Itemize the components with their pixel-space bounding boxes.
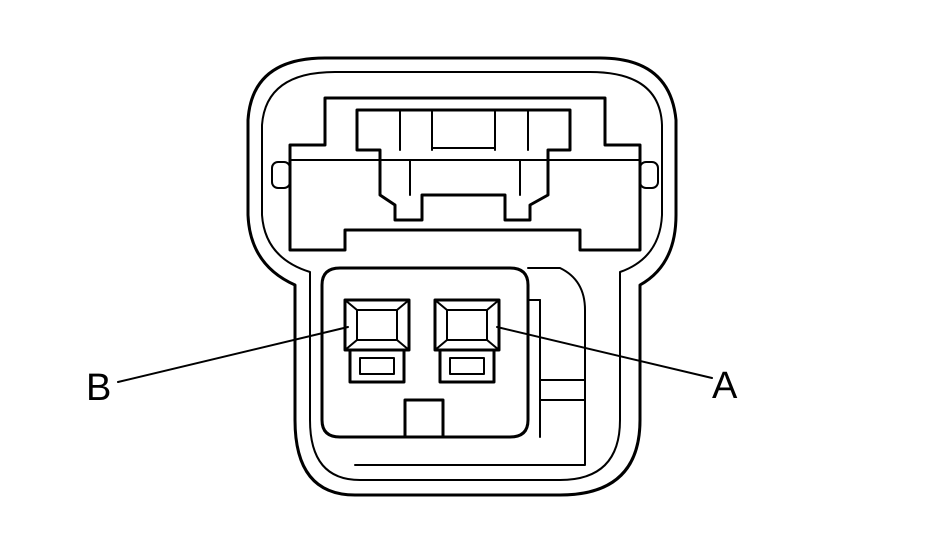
label-pin-b: B [86, 367, 111, 409]
label-pin-a: A [712, 365, 738, 407]
outer-housing [246, 56, 678, 497]
latch-block [355, 108, 572, 222]
terminal-cavity [320, 266, 530, 439]
left-side-tab [271, 161, 291, 189]
latch-frame [288, 96, 642, 252]
terminal-b-base [348, 348, 406, 384]
terminal-b-socket [356, 309, 398, 341]
keying-tab [403, 398, 445, 439]
leader-line-b [117, 326, 349, 383]
right-side-tab [639, 161, 659, 189]
side-rail [354, 267, 586, 466]
inner-housing [261, 71, 663, 481]
terminal-a-base [438, 348, 496, 384]
leader-line-a [496, 326, 713, 379]
terminal-a-socket [446, 309, 488, 341]
terminal-a [433, 298, 501, 384]
terminal-b [343, 298, 411, 384]
